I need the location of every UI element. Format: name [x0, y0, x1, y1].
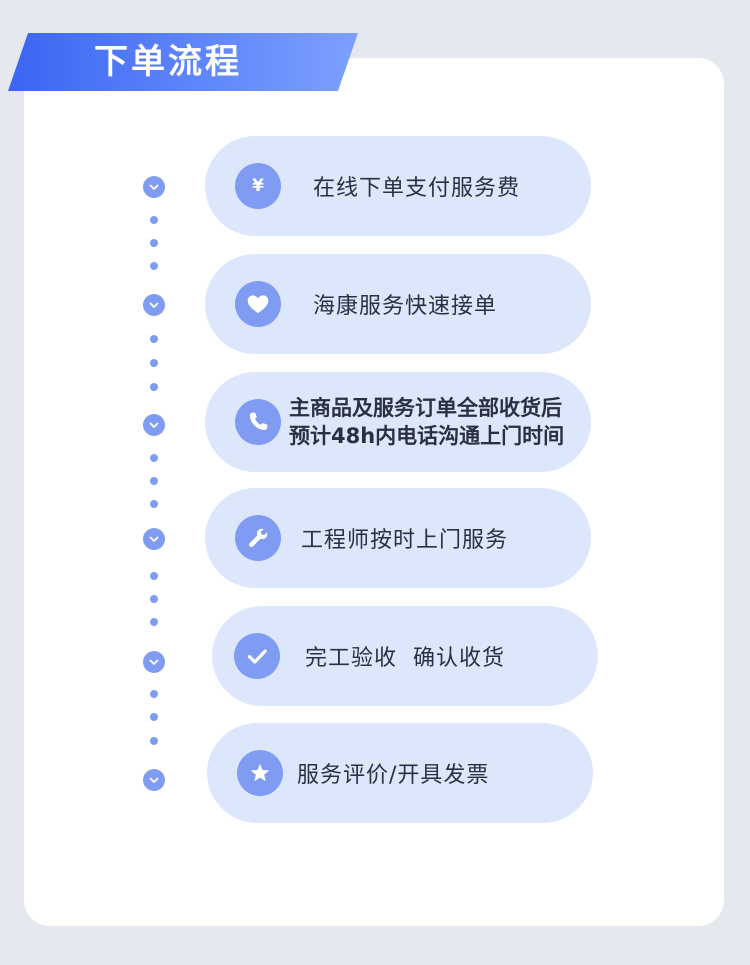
- step-phone-contact: 主商品及服务订单全部收货后 预计48h内电话沟通上门时间: [205, 372, 591, 472]
- timeline-dot: [150, 713, 158, 721]
- timeline-chevron-icon: [143, 414, 165, 436]
- step-engineer-visit: 工程师按时上门服务: [205, 488, 591, 588]
- step-label: 完工验收 确认收货: [305, 646, 505, 671]
- timeline-chevron-icon: [143, 769, 165, 791]
- step-label-line: 主商品及服务订单全部收货后: [289, 396, 562, 420]
- phone-icon: [235, 399, 281, 445]
- timeline-dot: [150, 239, 158, 247]
- step-acceptance-confirm: 完工验收 确认收货: [212, 606, 598, 706]
- timeline-dot: [150, 595, 158, 603]
- step-label: 在线下单支付服务费: [313, 176, 521, 201]
- heart-icon: [235, 281, 281, 327]
- step-fast-accept-order: 海康服务快速接单: [205, 254, 591, 354]
- timeline-dot: [150, 383, 158, 391]
- timeline-dot: [150, 477, 158, 485]
- yen-icon: ¥: [235, 163, 281, 209]
- timeline-chevron-icon: [143, 176, 165, 198]
- timeline-dot: [150, 454, 158, 462]
- step-pay-service-fee: ¥ 在线下单支付服务费: [205, 136, 591, 236]
- timeline-dot: [150, 335, 158, 343]
- timeline-dot: [150, 359, 158, 367]
- timeline-dot: [150, 572, 158, 580]
- step-label: 海康服务快速接单: [313, 294, 498, 319]
- title-banner: 下单流程: [8, 33, 358, 91]
- page-title: 下单流程: [94, 42, 242, 82]
- timeline-dot: [150, 500, 158, 508]
- check-icon: [234, 633, 280, 679]
- step-label: 服务评价/开具发票: [297, 763, 490, 788]
- timeline-dot: [150, 216, 158, 224]
- timeline-chevron-icon: [143, 528, 165, 550]
- timeline-chevron-icon: [143, 294, 165, 316]
- step-review-invoice: 服务评价/开具发票: [207, 723, 593, 823]
- step-label: 主商品及服务订单全部收货后 预计48h内电话沟通上门时间: [289, 372, 564, 472]
- timeline-dot: [150, 262, 158, 270]
- star-icon: [237, 750, 283, 796]
- timeline-dot: [150, 690, 158, 698]
- step-label: 工程师按时上门服务: [301, 528, 509, 553]
- timeline-dot: [150, 618, 158, 626]
- timeline-dot: [150, 737, 158, 745]
- timeline-chevron-icon: [143, 651, 165, 673]
- step-label-line: 预计48h内电话沟通上门时间: [289, 424, 565, 448]
- wrench-icon: [235, 515, 281, 561]
